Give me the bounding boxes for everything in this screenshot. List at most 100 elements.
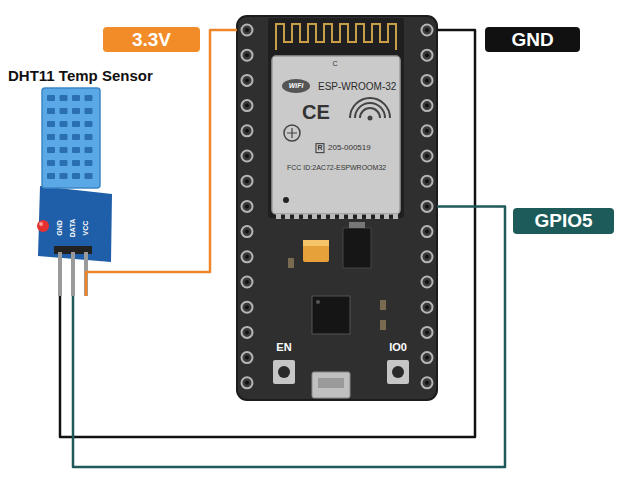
- header-pin: [422, 226, 433, 237]
- header-pin: [425, 255, 429, 259]
- wifi-module: [375, 214, 380, 219]
- board-components: [380, 320, 386, 330]
- dht11-sensor: [60, 121, 68, 127]
- header-pin: [245, 356, 249, 360]
- dht11-sensor: [60, 173, 68, 179]
- dht11-sensor: [60, 95, 68, 101]
- header-pin: [242, 201, 253, 212]
- board-components: [316, 300, 320, 304]
- wifi-module: [350, 98, 390, 118]
- header-pin: [425, 381, 429, 385]
- header-pin: [425, 179, 429, 183]
- header-pin: [422, 100, 433, 111]
- board-components: [273, 222, 409, 398]
- board-components: [349, 222, 365, 228]
- button-label: EN: [276, 341, 291, 353]
- dht11-sensor: [72, 134, 80, 140]
- board-components: [318, 378, 344, 388]
- board-components: [303, 240, 329, 262]
- board-components: [312, 372, 350, 398]
- sensor-module: DHT11 Temp SensorGNDDATAVCC: [36, 86, 116, 296]
- module-name: ESP-WROOM-32: [318, 81, 396, 92]
- board-components: [303, 240, 329, 246]
- header-pin: [425, 230, 429, 234]
- header-pin: [242, 75, 253, 86]
- dht11-sensor: [85, 160, 93, 166]
- pin-label: DATA: [69, 219, 77, 237]
- header-pin: [422, 352, 433, 363]
- button-label: IO0: [389, 341, 407, 353]
- board-components: [380, 300, 386, 310]
- esp32-board: [237, 16, 437, 400]
- wifi-module: [283, 197, 289, 203]
- wifi-module: [285, 214, 290, 219]
- header-pin: [245, 179, 249, 183]
- header-pin: [425, 129, 429, 133]
- pin-label: VCC: [82, 221, 90, 236]
- header-pin: [245, 154, 249, 158]
- header-pin: [422, 302, 433, 313]
- dht11-sensor: [47, 95, 55, 101]
- header-pin: [242, 151, 253, 162]
- wifi-module: [272, 56, 400, 214]
- header-pin: [242, 125, 253, 136]
- header-pin: [422, 151, 433, 162]
- header-pin: [422, 327, 433, 338]
- header-pin: [242, 377, 253, 388]
- dht11-sensor: [47, 121, 55, 127]
- cert-mark: R: [315, 143, 324, 153]
- dht11-sensor: [37, 88, 112, 296]
- header-pin: [425, 356, 429, 360]
- dht11-sensor: [47, 108, 55, 114]
- header-pin: [245, 381, 249, 385]
- header-pin: [422, 50, 433, 61]
- esp32-board: [237, 16, 437, 400]
- header-pin: [425, 280, 429, 284]
- wifi-module: [339, 214, 344, 219]
- data-wire: [73, 206, 505, 467]
- dht11-sensor: [39, 222, 43, 226]
- dht11-sensor: [85, 173, 93, 179]
- header-pin: [425, 28, 429, 32]
- header-pin: [242, 277, 253, 288]
- header-pin: [425, 305, 429, 309]
- dht11-sensor: [58, 252, 62, 296]
- dht11-sensor: [85, 134, 93, 140]
- header-pin: [245, 104, 249, 108]
- wire-label: GND: [485, 27, 580, 52]
- dht11-sensor: [47, 147, 55, 153]
- header-pin: [422, 25, 433, 36]
- dht11-sensor: [60, 108, 68, 114]
- wifi-module: [348, 214, 353, 219]
- board-components: [278, 366, 290, 378]
- dht11-sensor: [85, 121, 93, 127]
- wifi-module: [366, 214, 371, 219]
- header-pin: [422, 251, 433, 262]
- dht11-sensor: [38, 186, 112, 262]
- wifi-module: [321, 214, 326, 219]
- header-pin: [242, 25, 253, 36]
- dht11-sensor: [60, 147, 68, 153]
- wifi-module: [282, 79, 310, 93]
- wifi-module: [268, 18, 404, 218]
- wifi-module: [276, 24, 396, 50]
- header-pin: [242, 176, 253, 187]
- dht11-sensor: [85, 147, 93, 153]
- wifi-module: [287, 128, 297, 138]
- board-components: [387, 360, 409, 384]
- dht11-sensor: [47, 160, 55, 166]
- dht11-sensor: [72, 95, 80, 101]
- header-pin: [245, 28, 249, 32]
- header-pin: [245, 280, 249, 284]
- wifi-module: [330, 214, 335, 219]
- wifi-module: [393, 214, 398, 219]
- wire-label: GPIO5: [513, 208, 614, 234]
- dht11-sensor: [47, 134, 55, 140]
- dht11-sensor: [72, 147, 80, 153]
- wifi-module: [357, 214, 362, 219]
- wire-label: 3.3V: [103, 27, 200, 52]
- header-pin: [245, 255, 249, 259]
- dht11-sensor: [72, 160, 80, 166]
- wifi-module: [384, 214, 389, 219]
